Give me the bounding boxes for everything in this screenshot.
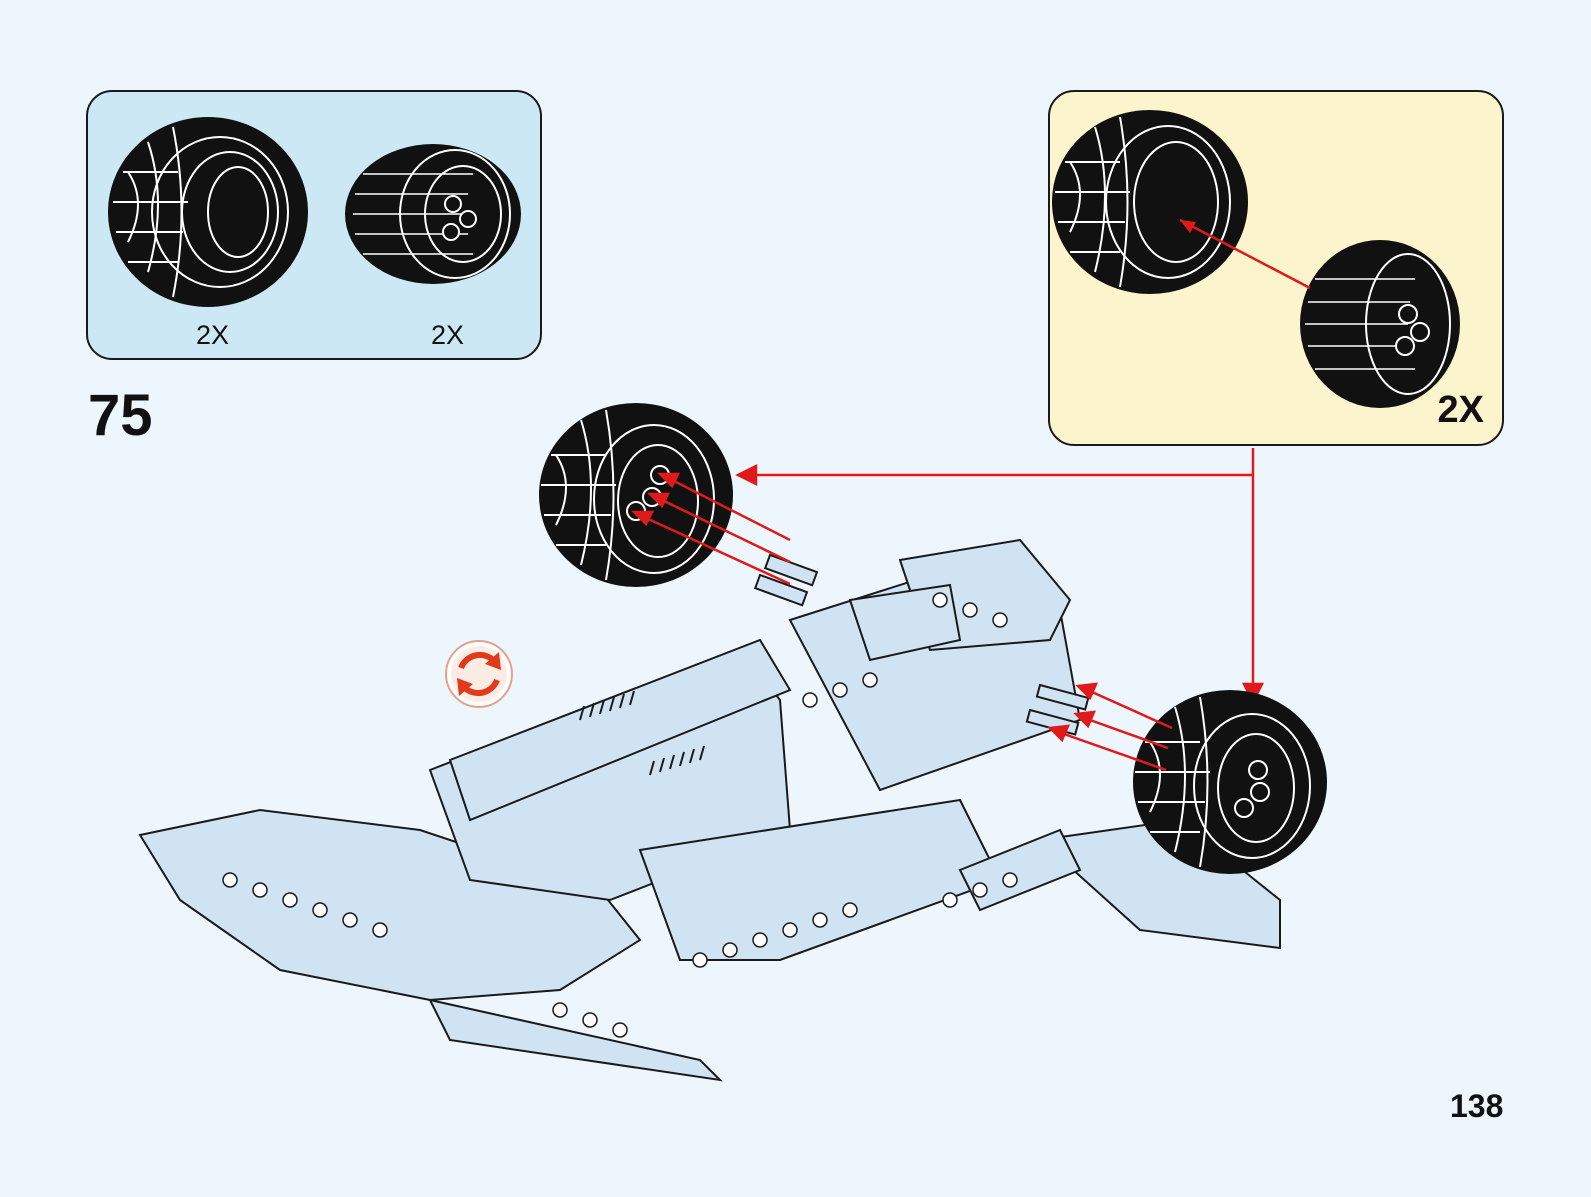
rim-quantity: 2X [431,320,465,350]
callout-arrows [735,448,1265,705]
subassembly-quantity: 2X [1437,389,1484,431]
tire-icon [1052,110,1248,294]
wheel-assembly-left [539,403,733,587]
wheel-assembly-right [1133,690,1327,874]
wheel-rim-icon [345,144,521,284]
wheel-rim-icon [1300,240,1460,408]
battery-box-vents [579,690,705,776]
axles [753,553,1090,736]
subassembly-callout: 2X [1048,90,1504,446]
rotate-model-icon [445,640,513,708]
subassembly-illustration [1052,110,1460,408]
beam-holes [222,592,1018,1038]
insert-arrow [1179,218,1311,290]
page-number: 138 [1450,1088,1504,1124]
step-number: 75 [88,383,153,448]
parts-list-callout: 2X 2X [86,90,542,360]
tire-quantity: 2X [196,320,230,350]
parts-illustrations [108,117,521,307]
tire-icon [108,117,308,307]
chassis [138,538,1281,1082]
insertion-arrows [630,472,1173,772]
